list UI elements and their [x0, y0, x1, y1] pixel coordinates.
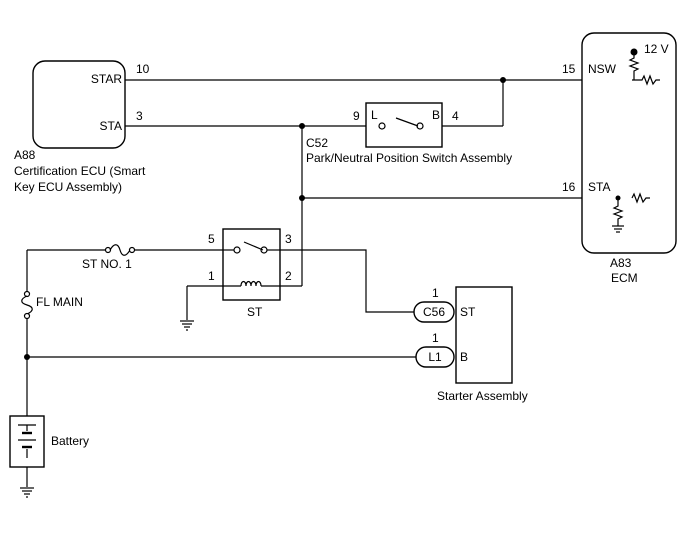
ecm-nsw-pin-number: 15: [562, 62, 576, 76]
relay-contact-left: [233, 246, 241, 254]
battery-cells-icon: [18, 424, 36, 458]
relay-to-starter-wire: [280, 249, 414, 313]
st-relay-label: ST: [247, 305, 263, 319]
ecm-sta-input-resistor-icon: [631, 192, 650, 204]
ecm-box: [581, 32, 677, 254]
pnp-switch-name: Park/Neutral Position Switch Assembly: [306, 151, 512, 165]
st-no1-fuse-icon: [104, 244, 136, 256]
ecm-ground-icon: [612, 225, 624, 233]
ecm-sta-pin-label: STA: [588, 180, 610, 194]
l1-pin-number: 1: [432, 331, 439, 345]
st-no1-fuse-label: ST NO. 1: [82, 257, 132, 271]
ecu-star-pin-number: 10: [136, 62, 150, 76]
relay-pin2-number: 2: [285, 269, 292, 283]
ecm-supply-label: 12 V: [644, 42, 669, 56]
ecu-name-line2: Key ECU Assembly): [14, 180, 122, 194]
starter-assembly: C56 1 ST L1 1 B Starter Assembly: [413, 286, 528, 403]
pnp-pin-right-number: 4: [452, 109, 459, 123]
battery-label: Battery: [51, 434, 89, 448]
ecm-block: 15 NSW 16 STA 12 V A83 ECM: [562, 32, 677, 285]
starter-label: Starter Assembly: [437, 389, 528, 403]
ecm-nsw-input-resistor-icon: [632, 74, 660, 86]
ecm-nsw-pin-label: NSW: [588, 62, 617, 76]
relay-coil-icon: [223, 280, 280, 287]
l1-connector-code: L1: [428, 350, 442, 364]
pnp-pin-left-label: L: [371, 108, 378, 122]
signal-wires: [125, 77, 632, 287]
ecm-name: ECM: [611, 271, 638, 285]
pnp-connector-code: C52: [306, 136, 328, 150]
certification-ecu-block: STAR STA 10 3 A88 Certification ECU (Sma…: [14, 60, 150, 194]
starter-box: [455, 286, 513, 384]
fl-main-fuse-icon: [21, 290, 33, 320]
c56-connector-pill: [413, 301, 455, 323]
fl-main-fuse-label: FL MAIN: [36, 295, 83, 309]
ecu-sta-pin-label: STA: [100, 119, 122, 133]
ecu-name-line1: Certification ECU (Smart: [14, 164, 146, 178]
relay-ground-icon: [180, 320, 194, 331]
ecu-connector-code: A88: [14, 148, 36, 162]
ecm-pullup-resistor-icon: [628, 52, 640, 80]
ecm-pulldown-resistor-icon: [612, 198, 624, 226]
c56-pin-label: ST: [460, 305, 476, 319]
relay-contact-blade: [243, 241, 264, 251]
st-relay: 5 3 1 2 ST: [180, 228, 414, 331]
pnp-terminal-left: [378, 122, 386, 130]
pnp-contact-blade: [395, 117, 419, 127]
st-relay-box: [222, 228, 281, 301]
l1-connector-pill: [415, 346, 455, 368]
pnp-pin-right-label: B: [432, 108, 440, 122]
certification-ecu-box: [32, 60, 126, 149]
battery-ground-icon: [20, 487, 34, 498]
relay-pin3-number: 3: [285, 232, 292, 246]
ecu-star-pin-label: STAR: [91, 72, 122, 86]
power-feed: ST NO. 1 FL MAIN Battery: [9, 244, 416, 498]
relay-pin5-number: 5: [208, 232, 215, 246]
nsw-junction-dot: [500, 77, 506, 83]
battery-box: [9, 415, 45, 468]
ecm-connector-code: A83: [610, 256, 632, 270]
pnp-pin-left-number: 9: [353, 109, 360, 123]
c56-connector-code: C56: [423, 305, 445, 319]
park-neutral-switch: 9 4 L B C52 Park/Neutral Position Switch…: [306, 102, 512, 165]
l1-pin-label: B: [460, 350, 468, 364]
ecu-sta-pin-number: 3: [136, 109, 143, 123]
c56-pin-number: 1: [432, 286, 439, 300]
ecm-sta-pin-number: 16: [562, 180, 576, 194]
relay-pin1-number: 1: [208, 269, 215, 283]
